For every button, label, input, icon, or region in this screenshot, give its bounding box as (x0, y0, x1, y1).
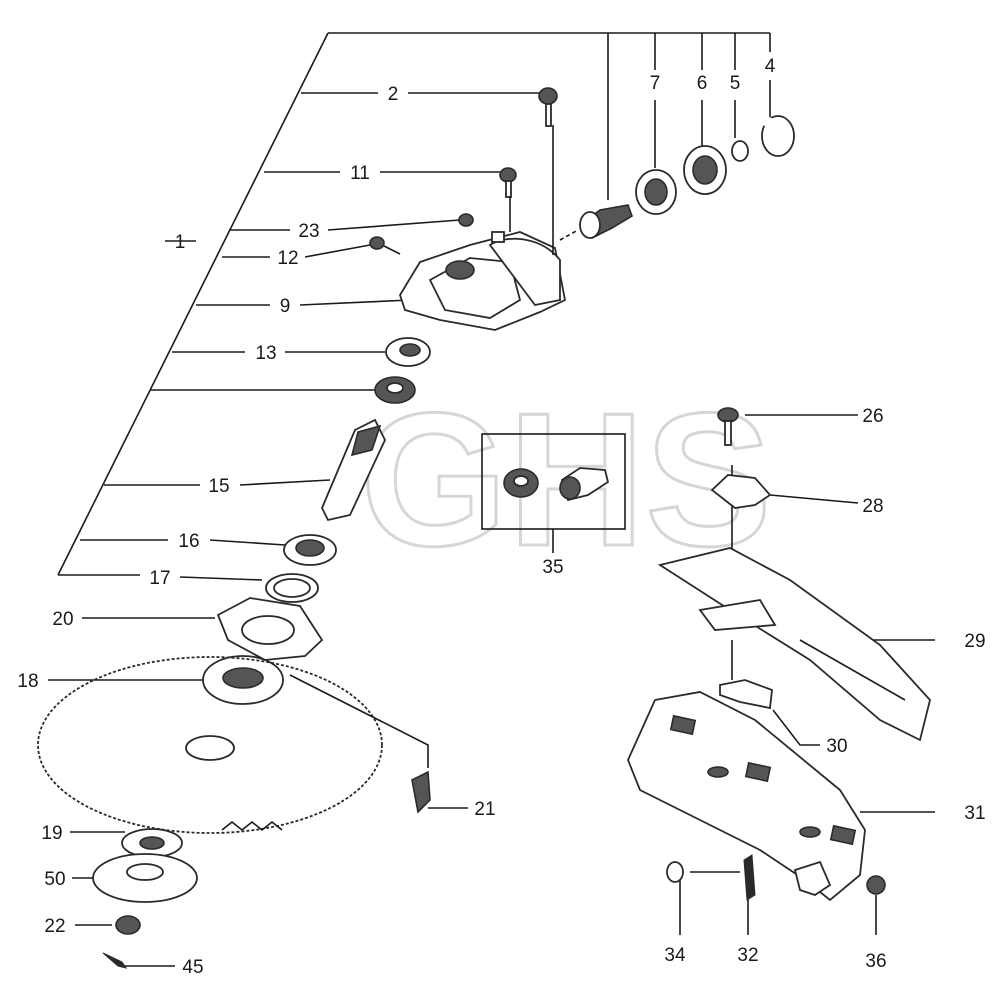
part-bearing-6 (683, 145, 727, 195)
label-31: 31 (964, 803, 985, 824)
label-15: 15 (208, 476, 229, 497)
bracket-diagonal (57, 32, 329, 576)
part-blade (37, 656, 383, 834)
label-36: 36 (865, 951, 886, 972)
label-12: 12 (277, 248, 298, 269)
label-2: 2 (388, 84, 399, 105)
label-21: 21 (474, 799, 495, 820)
part-seal-13 (385, 337, 431, 367)
label-17: 17 (149, 568, 170, 589)
part-plug-23 (458, 213, 505, 243)
part-collar-18 (202, 655, 284, 705)
label-4: 4 (765, 56, 776, 77)
label-11: 11 (350, 163, 370, 184)
part-input-shaft (559, 204, 633, 241)
part-bearing-7 (635, 169, 677, 215)
part-nut-22 (115, 915, 141, 935)
label-9: 9 (280, 296, 291, 317)
label-18: 18 (17, 671, 38, 692)
part-nut-36 (866, 875, 886, 895)
leader-lines (48, 32, 935, 967)
callout-labels: 1 2 4 5 6 7 9 11 12 13 15 16 17 18 19 20… (17, 56, 985, 978)
part-kit-35 (503, 467, 610, 502)
part-gearbox-housing (399, 231, 567, 331)
part-bolt-34 (666, 861, 684, 883)
part-bolt-11 (499, 167, 517, 232)
label-29: 29 (964, 631, 985, 652)
part-ring-17 (265, 573, 319, 603)
label-45: 45 (182, 957, 203, 978)
part-bolt-21 (411, 770, 431, 814)
label-16: 16 (178, 531, 199, 552)
part-pin-45 (102, 952, 128, 969)
label-22: 22 (44, 916, 65, 937)
label-26: 26 (862, 406, 883, 427)
label-6: 6 (697, 73, 708, 94)
label-34: 34 (664, 945, 686, 966)
part-gear-14 (374, 376, 416, 404)
part-cover-32 (743, 854, 832, 901)
label-20: 20 (52, 609, 73, 630)
label-32: 32 (737, 945, 758, 966)
part-bearing-16 (283, 534, 337, 566)
part-guard-bracket-29 (657, 547, 931, 742)
part-bolt-26 (717, 407, 739, 446)
part-clamp-30 (719, 679, 773, 710)
label-19: 19 (41, 823, 62, 844)
label-35: 35 (542, 557, 563, 578)
label-13: 13 (255, 343, 276, 364)
label-30: 30 (826, 736, 847, 757)
part-screw-12 (369, 236, 401, 255)
label-7: 7 (650, 73, 661, 94)
part-output-shaft-15 (321, 418, 386, 522)
label-23: 23 (298, 221, 319, 242)
part-cup-19 (121, 828, 183, 858)
part-cover-50 (92, 853, 198, 903)
part-holder-20 (216, 597, 324, 661)
part-circlip-4 (761, 115, 795, 157)
label-5: 5 (730, 73, 741, 94)
label-1: 1 (175, 232, 186, 253)
label-28: 28 (862, 496, 883, 517)
part-bolt-2 (538, 87, 558, 255)
part-washer-5 (731, 140, 749, 162)
part-clamp-28 (710, 474, 772, 509)
label-50: 50 (44, 869, 65, 890)
part-guard-31 (627, 691, 866, 902)
